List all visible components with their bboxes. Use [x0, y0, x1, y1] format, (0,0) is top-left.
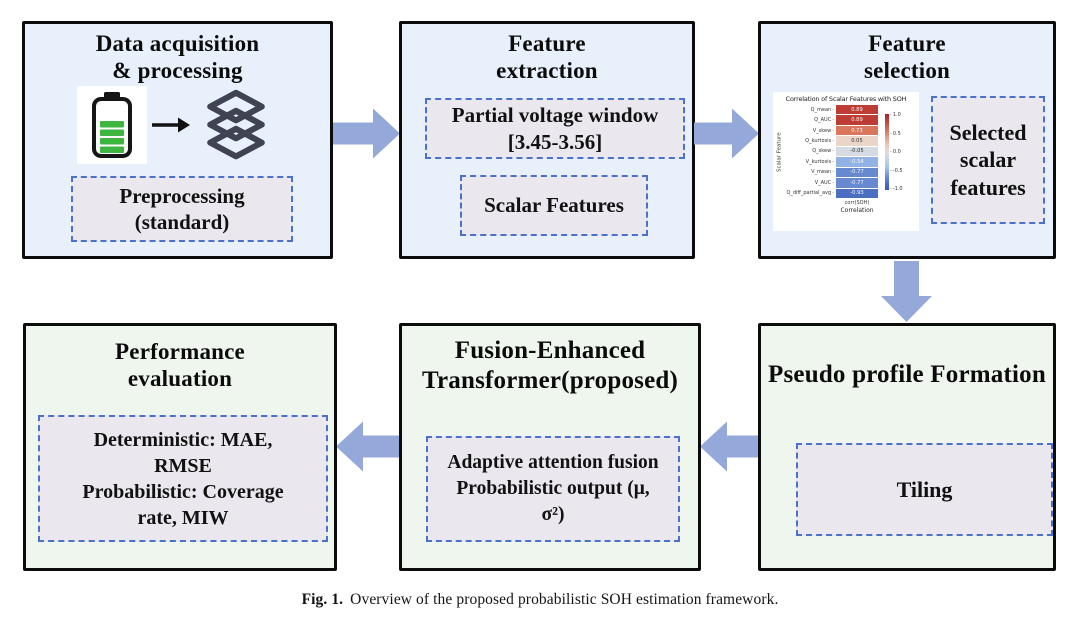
heatmap-cell: 0.73 — [836, 125, 878, 136]
scalar-features-label: Scalar Features — [484, 193, 624, 218]
colorbar-tick: 0.0 — [890, 149, 903, 155]
figure-caption: Fig. 1. Overview of the proposed probabil… — [0, 591, 1080, 609]
colorbar-tick: 1.0 — [890, 112, 903, 118]
heatmap-cell: 0.89 — [836, 115, 878, 125]
heatmap-row: V_kurtosis-0.54 — [784, 157, 880, 167]
heatmap-title: Correlation of Scalar Features with SOH — [785, 95, 907, 103]
heatmap-row-label: Q_mean — [784, 105, 836, 114]
box-title-performance-evaluation: Performance evaluation — [115, 339, 245, 392]
tiling-label: Tiling — [896, 476, 953, 502]
box-feature-extraction: Feature extraction Partial voltage windo… — [399, 21, 695, 259]
battery-icon-svg — [92, 92, 132, 158]
caption-text: Overview of the proposed probabilistic S… — [350, 591, 779, 608]
colorbar-tick: -1.0 — [890, 186, 903, 192]
metrics-inner-box: Deterministic: MAE, RMSE Probabilistic: … — [38, 415, 328, 542]
adaptive-attention-inner-box: Adaptive attention fusion Probabilistic … — [426, 436, 680, 542]
stacked-layers-icon — [207, 89, 265, 160]
partial-voltage-window-label: Partial voltage window [3.45-3.56] — [451, 103, 659, 154]
box-performance-evaluation: Performance evaluation Deterministic: MA… — [23, 323, 337, 571]
battery-icon — [77, 86, 147, 164]
flow-arrow-right-1 — [333, 108, 400, 159]
heatmap-colorbar: 1.0 0.5 0.0 -0.5 -1.0 — [885, 105, 903, 199]
heatmap-ylabel: Scalar Feature — [776, 132, 783, 172]
heatmap-row: Q_kurtosis0.05 — [784, 136, 880, 146]
flow-arrow-down — [881, 261, 932, 322]
box-title-feature-extraction: Feature extraction — [496, 31, 598, 84]
heatmap-row-label: V_kurtosis — [784, 157, 836, 166]
heatmap-row-label: Q_diff_partial_avg — [784, 189, 836, 198]
heatmap-xlabel: Correlation — [840, 207, 874, 214]
flow-arrow-left-2 — [336, 421, 399, 472]
heatmap-row: Q_skew-0.05 — [784, 146, 880, 157]
metrics-label: Deterministic: MAE, RMSE Probabilistic: … — [82, 428, 284, 529]
heatmap-body: Scalar Feature Q_mean0.89Q_AUC0.89V_skew… — [775, 105, 917, 199]
heatmap-cell: -0.77 — [836, 178, 878, 188]
preprocessing-label: Preprocessing (standard) — [119, 183, 245, 234]
heatmap-row-label: V_skew — [784, 126, 836, 135]
selected-scalar-features-label: Selected scalar features — [949, 119, 1027, 200]
heatmap-cell: 0.05 — [836, 136, 878, 146]
preprocessing-inner-box: Preprocessing (standard) — [71, 176, 293, 242]
box-fusion-enhanced-transformer: Fusion-Enhanced Transformer(proposed) Ad… — [399, 323, 701, 571]
correlation-heatmap: Correlation of Scalar Features with SOH … — [773, 92, 919, 231]
heatmap-colorbar-ticks: 1.0 0.5 0.0 -0.5 -1.0 — [890, 112, 903, 192]
box-title-fusion-transformer: Fusion-Enhanced Transformer(proposed) — [421, 337, 679, 394]
caption-label: Fig. 1. — [301, 591, 344, 608]
heatmap-cell: -0.05 — [836, 146, 878, 157]
tiling-inner-box: Tiling — [796, 443, 1053, 536]
flow-arrow-right-2 — [694, 108, 759, 159]
heatmap-row: Q_AUC0.89 — [784, 115, 880, 125]
scalar-features-inner-box: Scalar Features — [460, 175, 648, 236]
heatmap-xtick: corr(SOH) — [844, 200, 870, 206]
heatmap-cell: -0.77 — [836, 167, 878, 178]
heatmap-cell: -0.93 — [836, 188, 878, 198]
box-pseudo-profile-formation: Pseudo profile Formation Tiling — [758, 323, 1056, 571]
partial-voltage-window-inner-box: Partial voltage window [3.45-3.56] — [425, 98, 685, 159]
heatmap-colorbar-gradient — [885, 114, 889, 190]
colorbar-tick: 0.5 — [890, 131, 903, 137]
heatmap-row: Q_diff_partial_avg-0.93 — [784, 188, 880, 198]
heatmap-row: V_skew0.73 — [784, 125, 880, 136]
heatmap-row: V_mean-0.77 — [784, 167, 880, 178]
box-title-pseudo-profile: Pseudo profile Formation — [768, 361, 1046, 388]
heatmap-row: Q_mean0.89 — [784, 105, 880, 115]
box-feature-selection: Feature selection Correlation of Scalar … — [758, 21, 1056, 259]
heatmap-row-label: V_AUC — [784, 178, 836, 187]
flow-arrow-left-1 — [700, 421, 758, 472]
arrow-right-icon — [152, 117, 190, 133]
heatmap-row-label: Q_AUC — [784, 115, 836, 124]
heatmap-row: V_AUC-0.77 — [784, 178, 880, 188]
heatmap-row-label: Q_kurtosis — [784, 136, 836, 145]
heatmap-rows: Q_mean0.89Q_AUC0.89V_skew0.73Q_kurtosis0… — [784, 105, 880, 199]
heatmap-row-label: V_mean — [784, 168, 836, 177]
adaptive-attention-label: Adaptive attention fusion Probabilistic … — [447, 451, 659, 526]
heatmap-cell: 0.89 — [836, 105, 878, 115]
heatmap-row-label: Q_skew — [784, 147, 836, 156]
heatmap-cell: -0.54 — [836, 157, 878, 167]
selected-scalar-features-inner-box: Selected scalar features — [931, 96, 1045, 224]
colorbar-tick: -0.5 — [890, 168, 903, 174]
box-title-data-acquisition: Data acquisition & processing — [95, 31, 260, 84]
box-data-acquisition: Data acquisition & processing Pr — [22, 21, 333, 259]
box-title-feature-selection: Feature selection — [863, 31, 951, 84]
